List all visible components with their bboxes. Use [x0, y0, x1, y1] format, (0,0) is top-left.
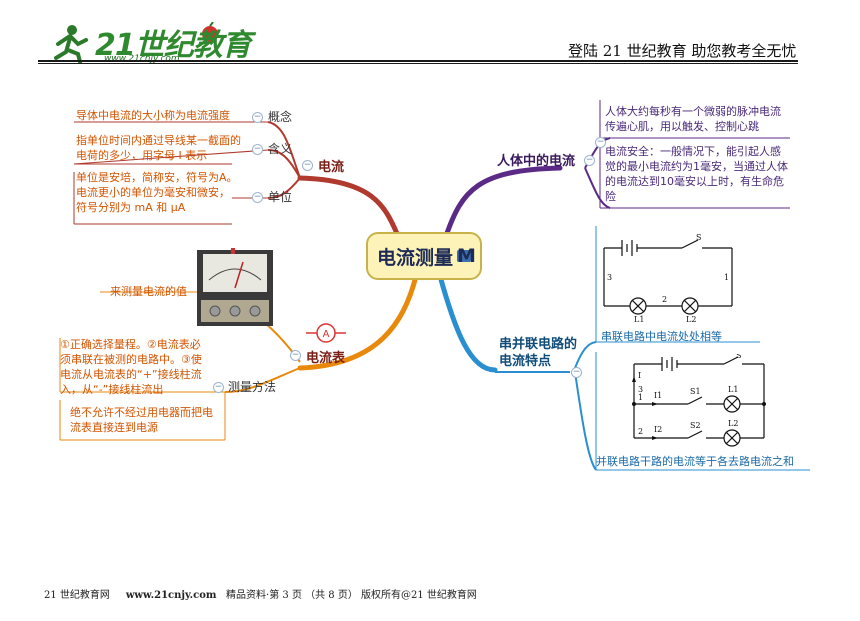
page-footer: 21 世纪教育网 www.21cnjy.com 精品资料·第 3 页 （共 8 … [44, 586, 477, 601]
series-mark-1: 1 [724, 273, 729, 282]
parallel-mark-l1: L1 [728, 385, 738, 394]
series-circuit-diagram: S 3 1 2 L1 L2 [603, 233, 733, 324]
central-topic[interactable]: 电流测量 M [366, 232, 482, 280]
heartbeat-text: 人体大约每秒有一个微弱的脉冲电流传遍心肌，用以触发、控制心跳 [605, 105, 781, 133]
collapse-definition-icon[interactable]: − [252, 112, 263, 123]
parallel-mark-2: 2 [638, 427, 643, 436]
series-mark-l1: L1 [634, 315, 644, 324]
parallel-mark-1: 1 [638, 393, 643, 402]
branch-current [297, 175, 401, 239]
topic-body-current[interactable]: 人体中的电流 [497, 154, 576, 169]
parallel-mark-s1: S1 [690, 387, 701, 396]
series-mark-3: 3 [607, 273, 612, 282]
collapse-body-current-icon[interactable]: − [584, 155, 595, 166]
current-definition-text: 导体中电流的大小称为电流强度 [76, 109, 230, 122]
parallel-mark-3: 3 [638, 385, 643, 394]
header-slogan: 登陆 21 世纪教育 助您教考全无忧 [568, 42, 797, 60]
current-meaning-key: 含义 [268, 142, 293, 156]
branch-ammeter [297, 273, 419, 371]
footer-site-name: 21 世纪教育网 [44, 590, 110, 601]
collapse-heartbeat-icon[interactable]: − [595, 137, 606, 148]
topic-circuits[interactable]: 串并联电路的电流特点 [499, 337, 578, 369]
apple-icon [202, 22, 218, 42]
logo-text: 21世纪教育 [95, 28, 252, 63]
topic-current[interactable]: 电流 [318, 160, 345, 175]
footer-page-info: 精品资料·第 3 页 （共 8 页） 版权所有@21 世纪教育网 [226, 590, 477, 601]
collapse-circuits-icon[interactable]: − [571, 367, 582, 378]
ammeter-warning-text: 绝不允许不经过用电器而把电流表直接连到电源 [70, 406, 213, 434]
header-divider [38, 60, 798, 62]
footer-url[interactable]: www.21cnjy.com [125, 590, 217, 601]
logo-url: www.21cnjy.com [104, 54, 180, 64]
series-mark-s: S [696, 233, 701, 242]
ammeter-photo [197, 248, 273, 326]
svg-text:A: A [323, 329, 330, 340]
current-unit-key: 单位 [268, 190, 293, 204]
parallel-rule-text: 并联电路干路的电流等于各去路电流之和 [596, 455, 794, 468]
collapse-ammeter-icon[interactable]: − [290, 350, 301, 361]
parallel-mark-i1: I1 [654, 391, 662, 400]
measure-method-text: ①正确选择量程。②电流表必须串联在被测的电路中。③使电流从电流表的“+”接线柱流… [60, 338, 202, 396]
collapse-unit-icon[interactable]: − [252, 192, 263, 203]
safety-text: 电流安全：一般情况下，能引起人感觉的最小电流约为1毫安，当通过人体的电流达到10… [605, 145, 788, 203]
current-unit-text: 单位是安培，简称安，符号为A。电流更小的单位为毫安和微安，符号分别为 mA 和 … [76, 171, 238, 214]
map-badge-icon: M [457, 245, 476, 267]
branch-circuits [437, 273, 498, 373]
series-mark-l2: L2 [686, 315, 696, 324]
series-rule-text: 串联电路中电流处处相等 [601, 330, 722, 343]
current-definition-key: 概念 [268, 110, 293, 124]
runner-icon [54, 25, 88, 64]
parallel-circuit-diagram: S I 3 1 I1 S1 L1 2 I2 S2 L2 [632, 354, 766, 447]
central-topic-title: 电流测量 [376, 246, 453, 269]
branch-body-current [443, 165, 563, 239]
parallel-mark-s: S [736, 354, 741, 360]
measure-method-key: 测量方法 [228, 380, 277, 394]
parallel-mark-l2: L2 [728, 419, 738, 428]
current-meaning-text: 指单位时间内通过导线某一截面的电荷的多少，用字母 I 表示 [76, 134, 241, 162]
parallel-mark-i: I [638, 371, 641, 380]
parallel-mark-s2: S2 [690, 421, 701, 430]
header-divider-thin [38, 63, 798, 64]
ammeter-purpose: 来测量电流的值 [110, 285, 187, 298]
collapse-current-icon[interactable]: − [302, 160, 313, 171]
series-mark-2: 2 [662, 295, 667, 304]
collapse-method-icon[interactable]: − [213, 382, 224, 393]
parallel-mark-i2: I2 [654, 425, 662, 434]
ammeter-symbol-icon: A [306, 323, 346, 343]
topic-ammeter[interactable]: 电流表 [306, 351, 346, 366]
collapse-meaning-icon[interactable]: − [252, 144, 263, 155]
site-logo [54, 22, 218, 64]
